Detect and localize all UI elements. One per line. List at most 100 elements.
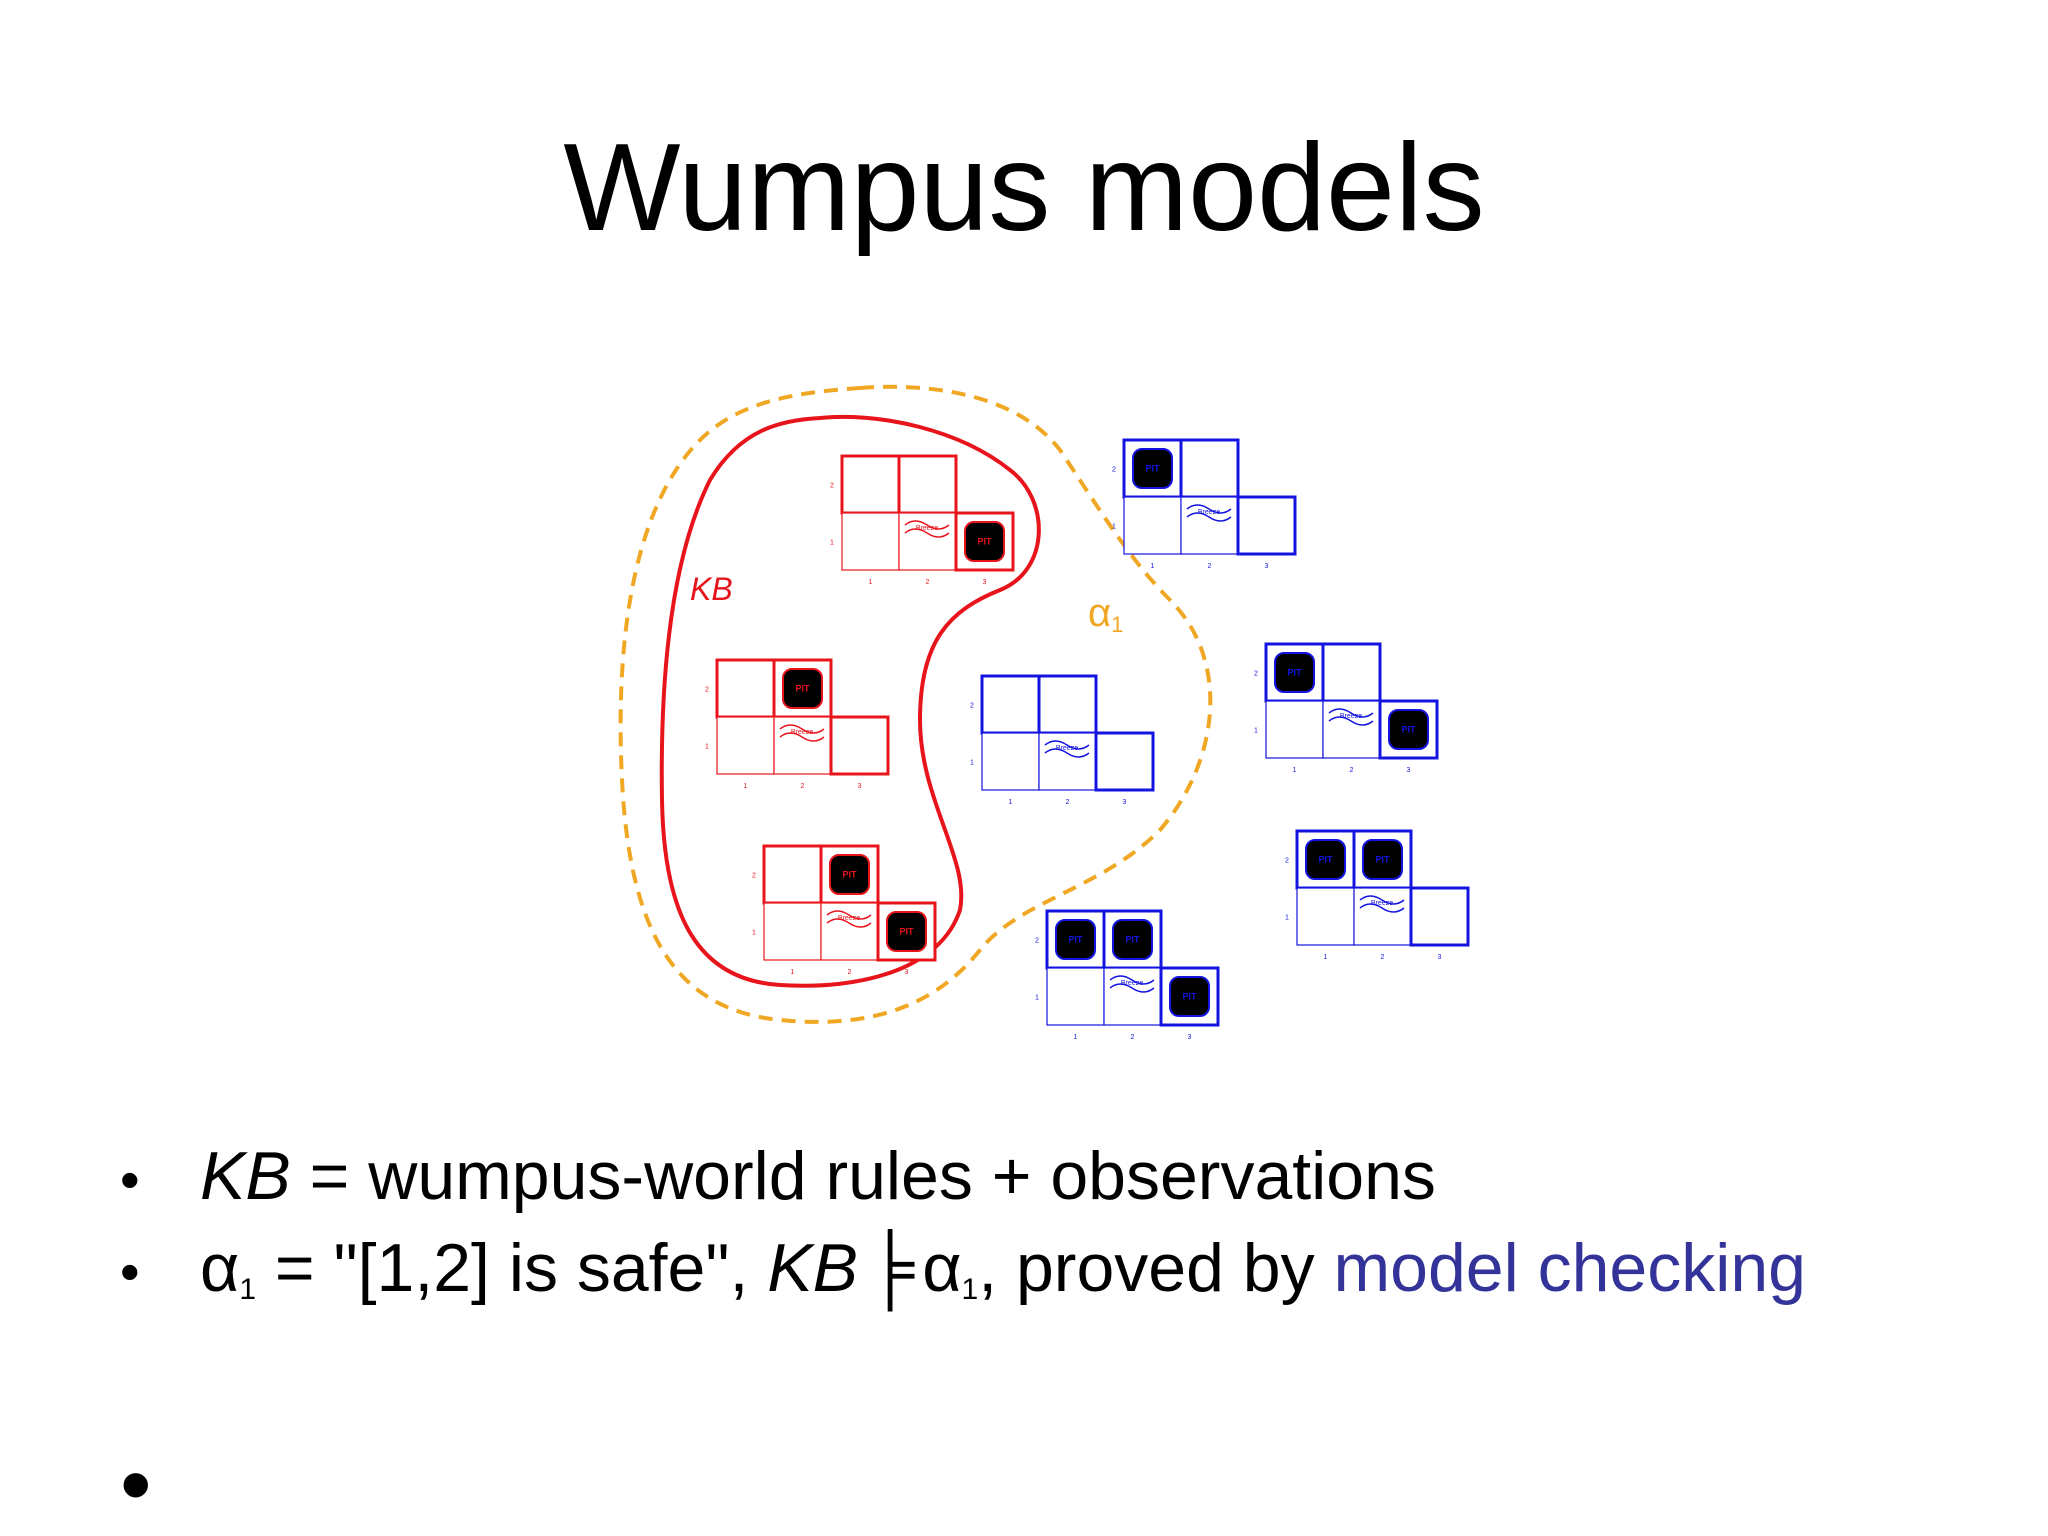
col-tick: 1 [791,969,795,976]
row-tick: 2 [1035,938,1039,945]
row-tick: 2 [752,873,756,880]
pit-icon [1388,709,1429,750]
pit-icon [964,521,1005,562]
col-tick: 2 [848,969,852,976]
col-tick: 1 [1293,767,1297,774]
grid-cell [840,454,901,515]
bullet-marker: • [120,1240,140,1303]
grid-cell [980,674,1041,735]
pit-label: PIT [1401,725,1416,735]
row-tick: 1 [1035,995,1039,1002]
model-checking-link[interactable]: model checking [1333,1230,1806,1306]
pit-icon [829,854,870,895]
pit-icon [782,668,823,709]
row-tick: 2 [830,483,834,490]
breeze-label: Breeze [916,525,938,532]
pit-label: PIT [1287,668,1302,678]
row-tick: 1 [970,760,974,767]
pit-label: PIT [1068,935,1083,945]
grid-cell [841,512,900,571]
breeze-icon [904,520,950,538]
row-tick: 1 [830,540,834,547]
breeze-label: Breeze [1198,509,1220,516]
grid-cell [763,902,822,961]
col-tick: 2 [1131,1034,1135,1041]
col-tick: 3 [983,579,987,586]
col-tick: 3 [1407,767,1411,774]
row-tick: 2 [1254,671,1258,678]
grid-cell [773,716,832,775]
breeze-label: Breeze [838,915,860,922]
col-tick: 3 [1265,563,1269,570]
col-tick: 3 [1188,1034,1192,1041]
pit-label: PIT [1318,855,1333,865]
grid-cell [1265,700,1324,759]
row-tick: 2 [1112,467,1116,474]
bullet-list: • KB = wumpus-world rules + observations… [120,1130,2000,1314]
col-tick: 2 [1350,767,1354,774]
grid-cell [1046,967,1105,1026]
slide-title: Wumpus models [563,119,1485,257]
row-tick: 2 [970,703,974,710]
row-tick: 1 [1285,915,1289,922]
kb-term: KB [200,1138,291,1214]
pit-label: PIT [1182,992,1197,1002]
col-tick: 2 [801,783,805,790]
pit-icon [1132,448,1173,489]
grid-cell [1409,886,1470,947]
col-tick: 2 [1208,563,1212,570]
kb-region-boundary [659,414,1041,988]
bullet-text: = wumpus-world rules + observations [290,1138,1436,1214]
grid-cell [1038,732,1097,791]
pit-label: PIT [1375,855,1390,865]
grid-cell [1179,438,1240,499]
pit-icon [1362,839,1403,880]
col-tick: 1 [744,783,748,790]
bullet-text: = "[1,2] is safe", [256,1230,768,1306]
col-tick: 3 [1123,799,1127,806]
col-tick: 3 [858,783,862,790]
entails-symbol: ╞ [866,1230,915,1306]
breeze-icon [1186,504,1232,522]
breeze-icon [1044,740,1090,758]
pit-icon [1055,919,1096,960]
grid-cell [1353,887,1412,946]
col-tick: 3 [1438,954,1442,961]
breeze-icon [826,910,872,928]
pit-label: PIT [899,927,914,937]
col-tick: 1 [1151,563,1155,570]
grid-cell [1322,700,1381,759]
pit-icon [1169,976,1210,1017]
breeze-label: Breeze [1056,745,1078,752]
row-tick: 2 [1285,858,1289,865]
grid-cell [820,902,879,961]
alpha-subscript: 1 [239,1273,256,1306]
grid-cell [762,844,823,905]
pit-icon [1305,839,1346,880]
col-tick: 1 [1324,954,1328,961]
breeze-label: Breeze [1121,980,1143,987]
col-tick: 2 [1066,799,1070,806]
col-tick: 2 [926,579,930,586]
pit-label: PIT [977,537,992,547]
bullet-kb-definition: • KB = wumpus-world rules + observations [120,1130,2000,1222]
breeze-label: Breeze [791,729,813,736]
grid-cell [1123,496,1182,555]
alpha-symbol: α [922,1230,962,1306]
grid-cell [1103,967,1162,1026]
col-tick: 3 [905,969,909,976]
col-tick: 2 [1381,954,1385,961]
row-tick: 1 [705,744,709,751]
pit-label: PIT [842,870,857,880]
alpha-symbol: α [200,1230,240,1306]
grid-cell [981,732,1040,791]
breeze-icon [1359,895,1405,913]
bullet-alpha-definition: • α1 = "[1,2] is safe", KB╞α1, proved by… [120,1222,2000,1314]
bullet-marker: • [120,1148,140,1211]
